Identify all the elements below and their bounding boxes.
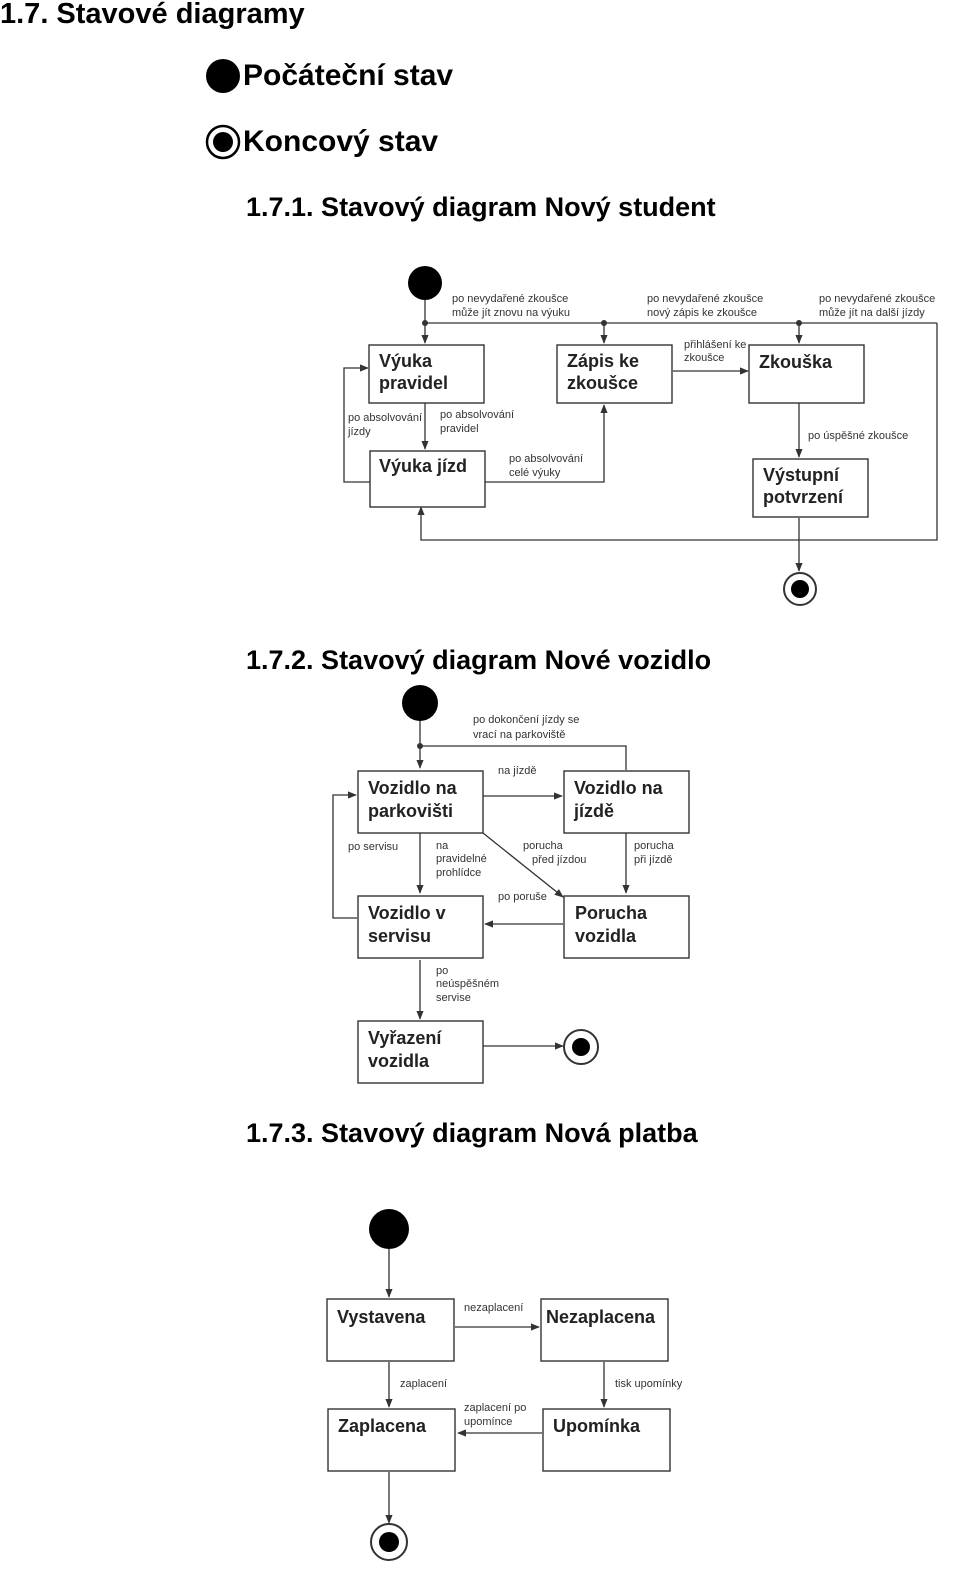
legend-final: Koncový stav bbox=[205, 124, 438, 160]
label-retry-jizdy-2: může jít na další jízdy bbox=[819, 307, 925, 319]
diagram3-heading: 1.7.3. Stavový diagram Nová platba bbox=[246, 1118, 698, 1148]
label-po-uspesne: po úspěšné zkoušce bbox=[808, 430, 908, 442]
initial-state-icon bbox=[206, 59, 240, 93]
state-zapis-ke-zkousce: Zápis ke zkoušce bbox=[556, 344, 673, 404]
diagram3-transitions bbox=[385, 1249, 608, 1524]
label-porucha-pri-2: při jízdě bbox=[634, 854, 673, 866]
label-retry-jizdy-1: po nevydařené zkoušce bbox=[819, 293, 935, 305]
diagram1-final-state bbox=[783, 572, 817, 606]
label-zaplaceni-po-2: upomínce bbox=[464, 1416, 512, 1428]
svg-text:Výuka jízd: Výuka jízd bbox=[379, 456, 467, 476]
label-po-abs-cele-1: po absolvování bbox=[509, 453, 583, 465]
diagram1: Výuka pravidel Zápis ke zkoušce Zkouška … bbox=[343, 266, 938, 606]
label-porucha-pred-1: porucha bbox=[523, 840, 564, 852]
state-vozidlo-v-servisu: Vozidlo v servisu bbox=[357, 895, 484, 959]
state-vyrazeni-vozidla: Vyřazení vozidla bbox=[357, 1020, 484, 1084]
label-prihlaseni-1: přihlášení ke bbox=[684, 339, 746, 351]
svg-text:vozidla: vozidla bbox=[575, 926, 637, 946]
state-vozidlo-na-parkovisti: Vozidlo na parkovišti bbox=[357, 770, 484, 834]
label-neuspesnem-1: po bbox=[436, 965, 448, 977]
svg-text:Vozidlo v: Vozidlo v bbox=[368, 903, 446, 923]
diagram1-initial-state bbox=[408, 266, 442, 300]
diagram3: Vystavena Nezaplacena Zaplacena Upomínka… bbox=[326, 1209, 683, 1561]
label-po-abs-jizdy-1: po absolvování bbox=[348, 412, 422, 424]
label-prohlidce-2: pravidelné bbox=[436, 853, 487, 865]
diagram3-final-state bbox=[370, 1523, 408, 1561]
label-po-poruse: po poruše bbox=[498, 891, 547, 903]
diagram2-heading: 1.7.2. Stavový diagram Nové vozidlo bbox=[246, 645, 712, 675]
svg-text:Výuka: Výuka bbox=[379, 351, 433, 371]
label-dokonceni-2: vrací na parkoviště bbox=[473, 729, 565, 741]
label-porucha-pred-2: před jízdou bbox=[532, 854, 586, 866]
svg-text:Vozidlo na: Vozidlo na bbox=[368, 778, 458, 798]
label-porucha-pri-1: porucha bbox=[634, 840, 675, 852]
section-title: 1.7. Stavové diagramy bbox=[0, 0, 305, 30]
diagram2-initial-state bbox=[402, 685, 438, 721]
svg-text:vozidla: vozidla bbox=[368, 1051, 430, 1071]
state-zaplacena: Zaplacena bbox=[327, 1408, 456, 1472]
label-neuspesnem-2: neúspěšném bbox=[436, 978, 499, 990]
state-vystupni-potvrzeni: Výstupní potvrzení bbox=[752, 458, 869, 518]
state-porucha-vozidla: Porucha vozidla bbox=[563, 895, 690, 959]
svg-text:Vyřazení: Vyřazení bbox=[368, 1028, 442, 1048]
label-nezaplaceni: nezaplacení bbox=[464, 1302, 523, 1314]
legend-initial: Počáteční stav bbox=[205, 58, 453, 94]
label-zaplaceni-po-1: zaplacení po bbox=[464, 1402, 526, 1414]
label-prihlaseni-2: zkoušce bbox=[684, 352, 724, 364]
svg-text:Nezaplacena: Nezaplacena bbox=[546, 1307, 656, 1327]
svg-text:jízdě: jízdě bbox=[573, 801, 614, 821]
final-state-icon bbox=[205, 124, 241, 160]
label-dokonceni-1: po dokončení jízdy se bbox=[473, 714, 579, 726]
label-po-abs-cele-2: celé výuky bbox=[509, 467, 561, 479]
svg-text:Zkouška: Zkouška bbox=[759, 352, 833, 372]
label-zaplaceni: zaplacení bbox=[400, 1378, 447, 1390]
state-vozidlo-na-jizde: Vozidlo na jízdě bbox=[563, 770, 690, 834]
diagram3-labels: nezaplacení zaplacení tisk upomínky zapl… bbox=[400, 1302, 683, 1428]
label-retry-zapis-2: nový zápis ke zkoušce bbox=[647, 307, 757, 319]
label-po-abs-pravidel-2: pravidel bbox=[440, 423, 479, 435]
diagram2-transitions bbox=[332, 720, 630, 1050]
label-neuspesnem-3: servise bbox=[436, 992, 471, 1004]
label-retry-zapis-1: po nevydařené zkoušce bbox=[647, 293, 763, 305]
svg-text:Zápis ke: Zápis ke bbox=[567, 351, 639, 371]
svg-text:Upomínka: Upomínka bbox=[553, 1416, 641, 1436]
state-upominka: Upomínka bbox=[542, 1408, 671, 1472]
svg-text:Výstupní: Výstupní bbox=[763, 465, 840, 485]
legend-final-label: Koncový stav bbox=[243, 125, 439, 158]
diagram1-transitions bbox=[343, 300, 938, 572]
svg-text:potvrzení: potvrzení bbox=[763, 487, 844, 507]
label-po-abs-jizdy-2: jízdy bbox=[347, 426, 371, 438]
diagram1-heading: 1.7.1. Stavový diagram Nový student bbox=[246, 192, 716, 222]
svg-text:Porucha: Porucha bbox=[575, 903, 648, 923]
svg-text:servisu: servisu bbox=[368, 926, 431, 946]
state-nezaplacena: Nezaplacena bbox=[540, 1298, 669, 1362]
svg-text:zkoušce: zkoušce bbox=[567, 373, 638, 393]
diagram2-final-state bbox=[563, 1029, 599, 1065]
label-tisk-upominky: tisk upomínky bbox=[615, 1378, 683, 1390]
label-prohlidce-3: prohlídce bbox=[436, 867, 481, 879]
state-zkouska: Zkouška bbox=[748, 344, 865, 404]
label-po-servisu: po servisu bbox=[348, 841, 398, 853]
svg-text:pravidel: pravidel bbox=[379, 373, 448, 393]
diagram1-labels: po nevydařené zkoušce může jít znovu na … bbox=[347, 293, 935, 479]
diagram3-initial-state bbox=[369, 1209, 409, 1249]
label-retry-vyuka-1: po nevydařené zkoušce bbox=[452, 293, 568, 305]
label-prohlidce-1: na bbox=[436, 840, 449, 852]
svg-text:Zaplacena: Zaplacena bbox=[338, 1416, 427, 1436]
svg-text:parkovišti: parkovišti bbox=[368, 801, 453, 821]
legend-initial-label: Počáteční stav bbox=[243, 59, 454, 92]
svg-text:Vystavena: Vystavena bbox=[337, 1307, 426, 1327]
label-po-abs-pravidel-1: po absolvování bbox=[440, 409, 514, 421]
state-vyuka-pravidel: Výuka pravidel bbox=[368, 344, 485, 404]
state-vyuka-jizd: Výuka jízd bbox=[369, 450, 486, 508]
state-vystavena: Vystavena bbox=[326, 1298, 455, 1362]
label-retry-vyuka-2: může jít znovu na výuku bbox=[452, 307, 570, 319]
label-na-jizde: na jízdě bbox=[498, 765, 537, 777]
svg-text:Vozidlo na: Vozidlo na bbox=[574, 778, 664, 798]
diagram2-labels: po dokončení jízdy se vrací na parkovišt… bbox=[348, 714, 675, 1004]
diagram2: Vozidlo na parkovišti Vozidlo na jízdě V… bbox=[332, 685, 690, 1084]
